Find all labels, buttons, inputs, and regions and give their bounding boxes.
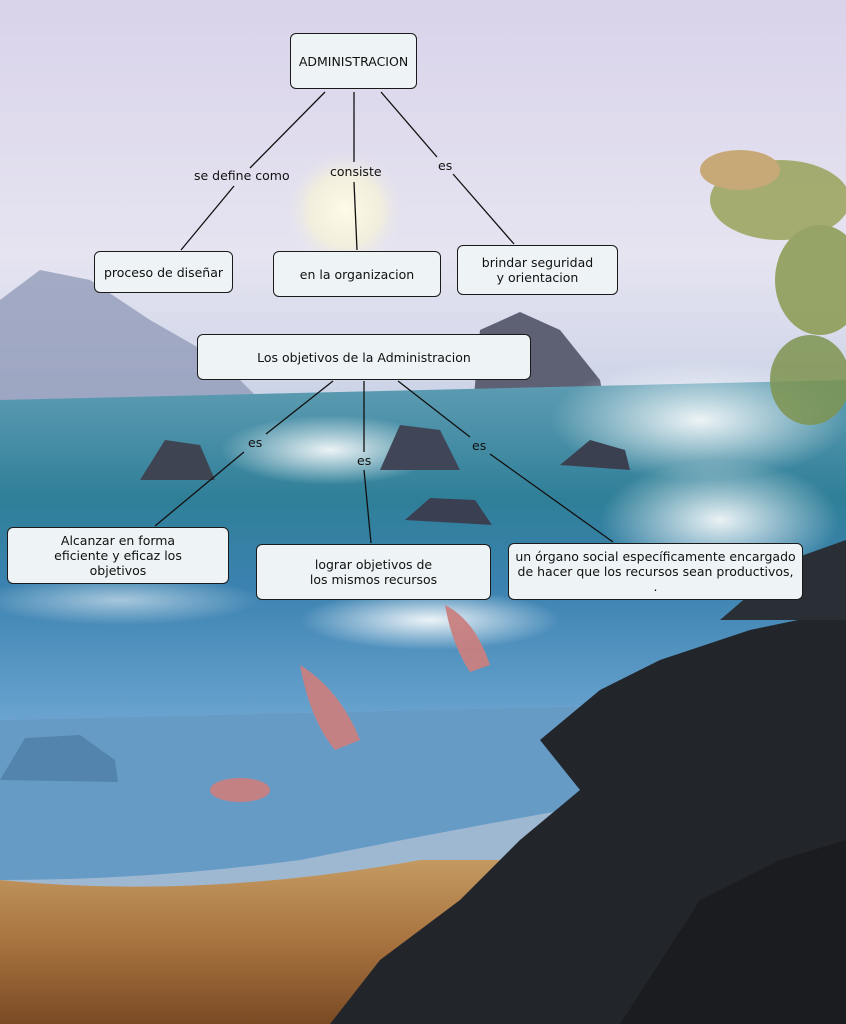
- link-root-3b: [453, 174, 514, 244]
- concept-node-seguridad[interactable]: brindar seguridad y orientacion: [457, 245, 618, 295]
- link-root-2b: [354, 182, 357, 250]
- link-root-1b: [181, 186, 234, 250]
- link-label-es-1: es: [438, 158, 452, 173]
- concept-node-organizacion[interactable]: en la organizacion: [273, 251, 441, 297]
- concept-node-alcanzar[interactable]: Alcanzar en forma eficiente y eficaz los…: [7, 527, 229, 584]
- link-second-1b: [155, 452, 244, 526]
- concept-node-organo-social[interactable]: un órgano social específicamente encarga…: [508, 543, 803, 600]
- link-label-es-4: es: [472, 438, 486, 453]
- link-second-3: [398, 381, 470, 437]
- link-root-1: [250, 92, 325, 168]
- link-root-3: [381, 92, 437, 157]
- concept-node-proceso-disenar[interactable]: proceso de diseñar: [94, 251, 233, 293]
- concept-node-objetivos[interactable]: Los objetivos de la Administracion: [197, 334, 531, 380]
- link-second-1: [266, 381, 333, 434]
- concept-node-root[interactable]: ADMINISTRACION: [290, 33, 417, 89]
- link-second-3b: [490, 454, 613, 542]
- link-label-es-3: es: [357, 453, 371, 468]
- concept-node-lograr[interactable]: lograr objetivos de los mismos recursos: [256, 544, 491, 600]
- link-second-2b: [364, 470, 371, 543]
- link-label-se-define-como: se define como: [194, 168, 290, 183]
- link-label-consiste: consiste: [330, 164, 382, 179]
- link-label-es-2: es: [248, 435, 262, 450]
